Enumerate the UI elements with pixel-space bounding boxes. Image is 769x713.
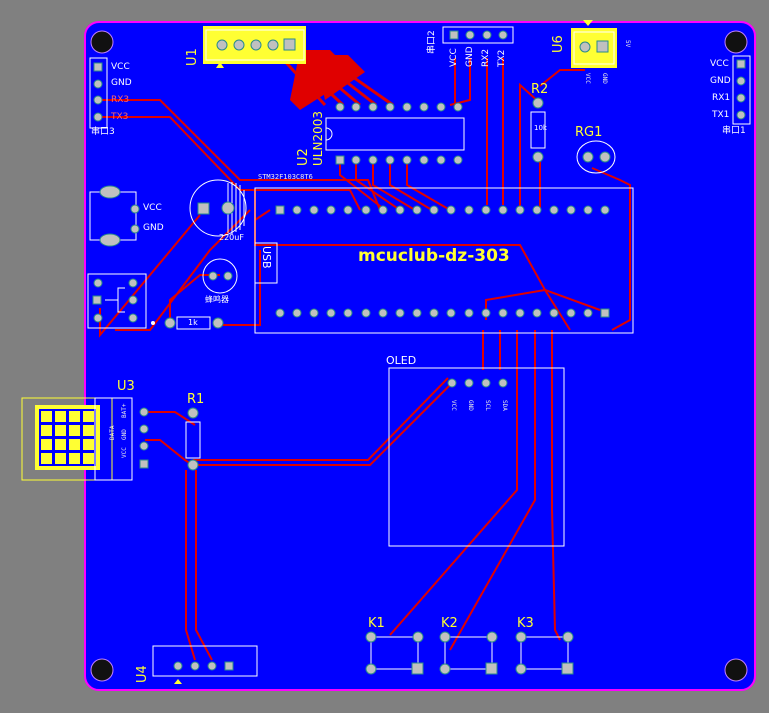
- uart2-header: [442, 26, 514, 44]
- left-pin-vcc: VCC: [111, 62, 130, 72]
- u3-label: U3: [117, 379, 135, 394]
- u3-pin-vcc: VCC: [121, 447, 128, 458]
- rg1-body: [576, 140, 616, 174]
- u2-part-label: ULN2003: [311, 111, 325, 166]
- u3-pin-gnd: GND: [121, 429, 128, 440]
- top-pin-gnd: GND: [465, 46, 475, 67]
- button-k2: [444, 636, 493, 670]
- r1-body: [185, 421, 201, 459]
- right-pin-tx1: TX1: [712, 110, 730, 120]
- oled-pin-vcc: VCC: [450, 400, 457, 411]
- r2-value-label: 10k: [534, 124, 547, 132]
- board-title: mcuclub-dz-303: [358, 246, 510, 266]
- right-pin-vcc: VCC: [710, 59, 729, 69]
- u1-pins: [216, 38, 296, 51]
- r2-body: [530, 111, 546, 149]
- oled-pin-scl: SCL: [484, 400, 491, 411]
- right-pin-rx1: RX1: [712, 93, 731, 103]
- u4-label: U4: [135, 665, 150, 683]
- power-pin-vcc: VCC: [143, 203, 162, 213]
- copper-traces: [99, 43, 631, 661]
- u6-label: U6: [551, 35, 566, 53]
- u3-body: [21, 397, 113, 481]
- uart2-label: 串口2: [427, 30, 437, 54]
- cap-value-label: 220uF: [219, 233, 244, 242]
- oled-pin-sda: SDA: [501, 400, 508, 411]
- mcu-part-label: STM32F103C8T6: [258, 173, 313, 181]
- top-pin-vcc: VCC: [449, 48, 459, 67]
- button-k1: [370, 636, 419, 670]
- left-pin-rx3: RX3: [111, 95, 130, 105]
- res-1k-label: 1k: [188, 318, 198, 327]
- k3-label: K3: [517, 616, 534, 631]
- u2-label: U2: [296, 148, 311, 166]
- top-pin-tx2: TX2: [497, 49, 507, 67]
- u6-pin-5v: 5V: [624, 40, 631, 48]
- button-k3: [520, 636, 569, 670]
- uart1-header: [732, 55, 751, 125]
- mcu-bottom-pins: [275, 308, 610, 318]
- k1-label: K1: [368, 616, 385, 631]
- uart3-header: [89, 57, 108, 129]
- u6-body: [571, 28, 617, 68]
- u4-outline: [152, 645, 258, 677]
- u2-pins: [335, 102, 463, 165]
- uart3-label: 串口3: [91, 127, 115, 137]
- u1-label: U1: [185, 48, 200, 66]
- mounting-holes: [90, 30, 748, 682]
- switch-module: [87, 273, 147, 329]
- mcu-top-pins: [275, 205, 610, 215]
- oled-pin-gnd: GND: [467, 400, 474, 411]
- buzzer-body: [202, 258, 238, 294]
- usb-label: USB: [260, 246, 273, 269]
- r2-label: R2: [531, 82, 549, 97]
- buzzer-label: 蜂鸣器: [205, 295, 229, 304]
- power-pin-gnd: GND: [143, 223, 164, 233]
- capacitor-body: [189, 179, 247, 237]
- left-pin-tx3: TX3: [111, 112, 129, 122]
- uart1-label: 串口1: [722, 126, 746, 136]
- r1-label: R1: [187, 392, 205, 407]
- top-pin-rx2: RX2: [481, 48, 491, 67]
- res-1k-body: [176, 316, 211, 330]
- k2-label: K2: [441, 616, 458, 631]
- left-pin-gnd: GND: [111, 78, 132, 88]
- u3-pin-bat: BAT+: [121, 403, 128, 418]
- oled-outline: [388, 367, 565, 547]
- usb-outline: [254, 242, 278, 284]
- u6-pin-vcc: VCC: [584, 73, 591, 84]
- u3-pin-data: DATA: [109, 425, 116, 440]
- u2-outline: [325, 117, 465, 151]
- u6-pin-gnd: GND: [601, 73, 608, 84]
- rg1-label: RG1: [575, 125, 603, 140]
- oled-label: OLED: [386, 354, 417, 367]
- right-pin-gnd: GND: [710, 76, 731, 86]
